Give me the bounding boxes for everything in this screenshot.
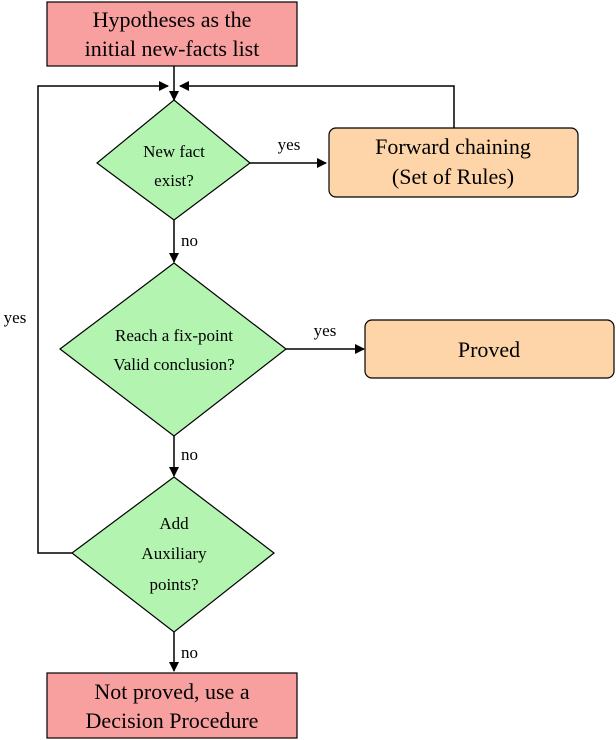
- start-line-2: initial new-facts list: [85, 36, 260, 61]
- start-node: Hypotheses as the initial new-facts list: [46, 1, 298, 67]
- auxiliary-line-3: points?: [149, 575, 198, 594]
- not-proved-line-2: Decision Procedure: [86, 708, 259, 733]
- not-proved-node: Not proved, use a Decision Procedure: [46, 672, 298, 739]
- fixpoint-line-1: Reach a fix-point: [115, 326, 233, 345]
- label-fixpoint-no: no: [181, 445, 198, 464]
- new-fact-line-2: exist?: [154, 171, 194, 190]
- edge-auxiliary-yes-loop: [37, 81, 169, 554]
- label-new-fact-yes: yes: [278, 135, 301, 154]
- fixpoint-line-2: Valid conclusion?: [113, 355, 234, 374]
- forward-chaining-line-2: (Set of Rules): [392, 164, 514, 189]
- new-fact-line-1: New fact: [143, 142, 205, 161]
- label-auxiliary-yes: yes: [4, 308, 27, 327]
- start-line-1: Hypotheses as the: [93, 7, 252, 32]
- label-auxiliary-no: no: [181, 643, 198, 662]
- not-proved-line-1: Not proved, use a: [94, 679, 249, 704]
- edge-forward-chaining-return: [179, 81, 455, 128]
- forward-chaining-node: Forward chaining (Set of Rules): [328, 127, 579, 198]
- label-new-fact-no: no: [181, 231, 198, 250]
- label-fixpoint-yes: yes: [314, 321, 337, 340]
- proved-label: Proved: [458, 337, 520, 362]
- decision-auxiliary: Add Auxiliary points?: [71, 476, 275, 633]
- decision-fixpoint: Reach a fix-point Valid conclusion?: [59, 262, 287, 437]
- forward-chaining-line-1: Forward chaining: [375, 134, 531, 159]
- auxiliary-line-1: Add: [159, 514, 189, 533]
- edge-labels: yes no yes no yes no: [4, 135, 337, 662]
- edges: [37, 66, 455, 672]
- decision-new-fact: New fact exist?: [96, 99, 251, 221]
- proved-node: Proved: [364, 319, 615, 379]
- auxiliary-line-2: Auxiliary: [141, 544, 207, 563]
